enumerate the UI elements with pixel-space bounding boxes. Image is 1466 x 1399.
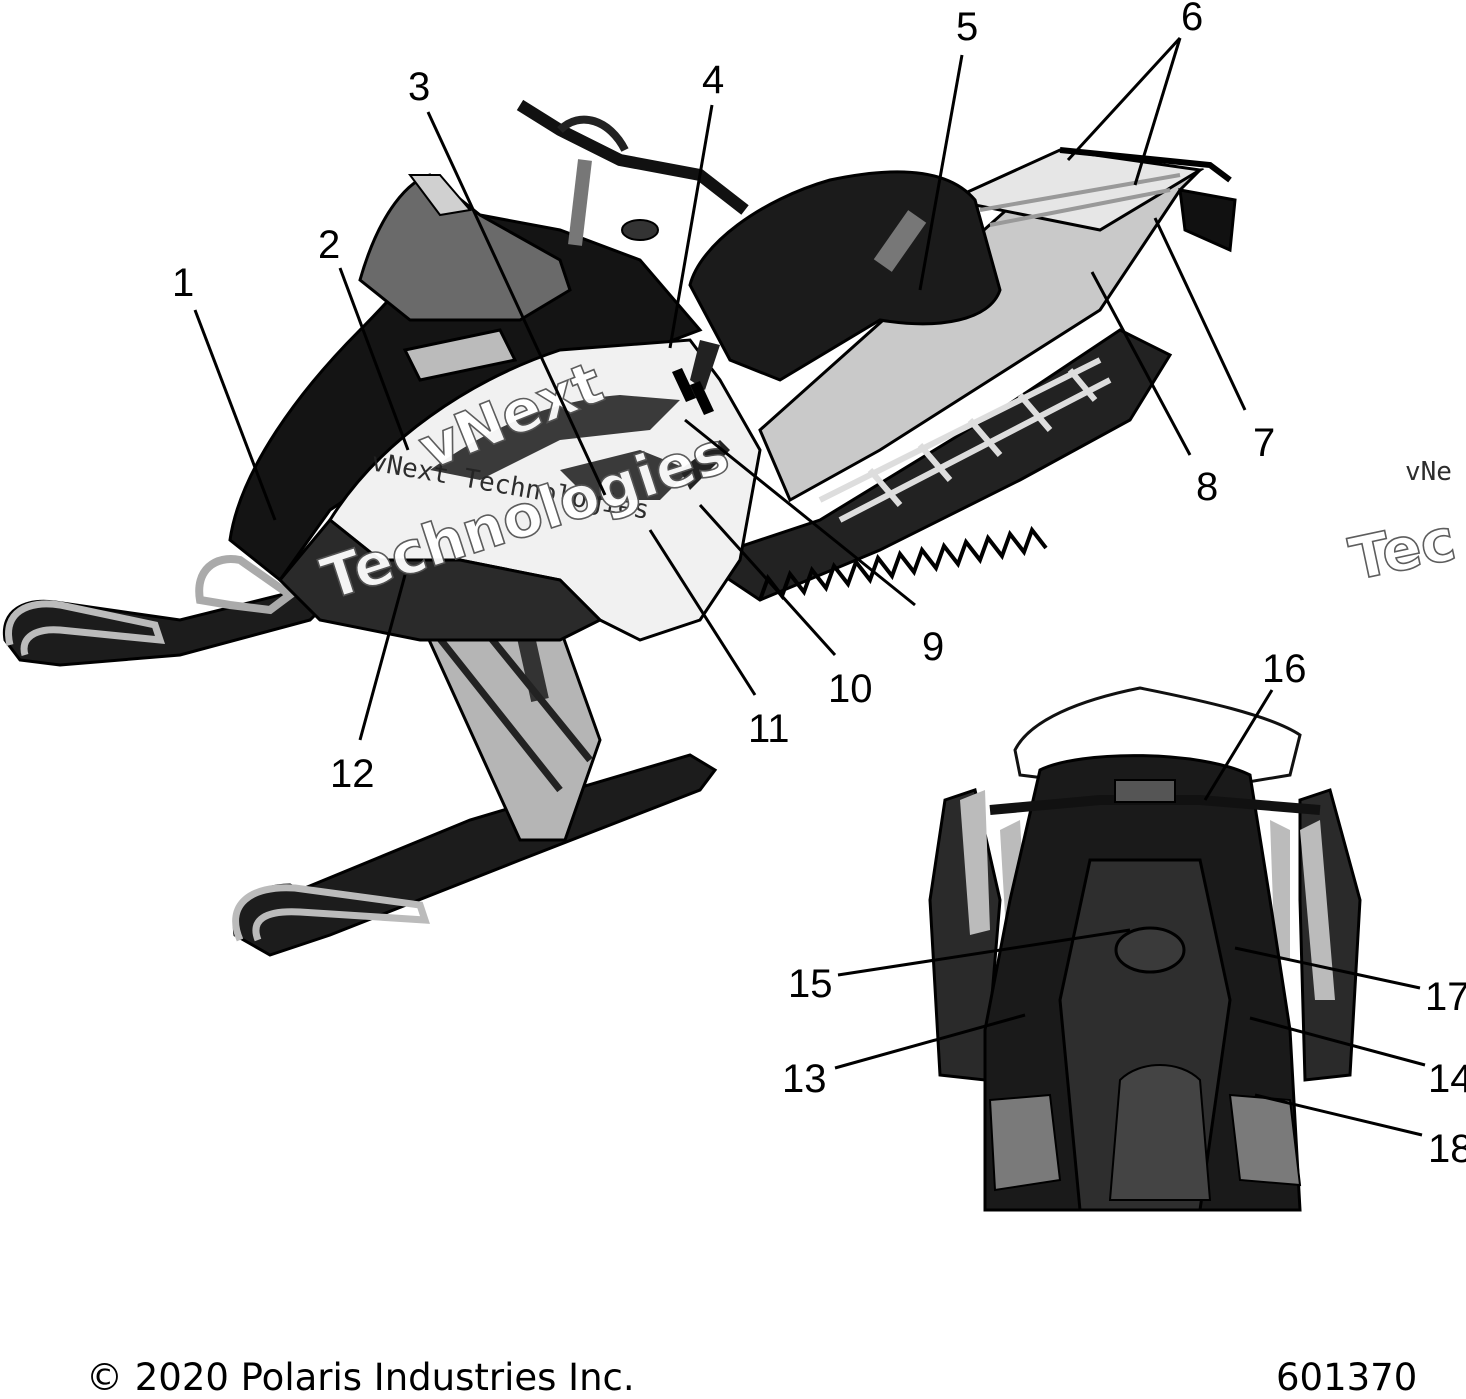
callout-17: 17 <box>1425 975 1466 1019</box>
leader-lines <box>193 36 1426 1137</box>
leader-5 <box>918 54 964 291</box>
leader-6b <box>1133 37 1182 186</box>
rear-suspension <box>818 357 1112 523</box>
leader-15 <box>837 928 1131 977</box>
leader-9 <box>684 418 916 607</box>
watermark-right-small: vNe <box>1405 457 1452 487</box>
leader-11 <box>648 529 757 696</box>
leader-14 <box>1249 1016 1426 1067</box>
callout-18: 18 <box>1428 1127 1466 1171</box>
steering-post <box>568 159 592 246</box>
leader-17 <box>1234 946 1421 990</box>
leader-1 <box>193 309 277 521</box>
ski-right <box>232 753 718 957</box>
callout-8: 8 <box>1196 465 1218 509</box>
callout-9: 9 <box>922 625 944 669</box>
tunnel-top <box>945 148 1205 232</box>
rear-bumper <box>1059 147 1232 183</box>
windshield-tip <box>408 174 472 217</box>
callout-3: 3 <box>408 65 430 109</box>
callout-16: 16 <box>1262 647 1307 691</box>
headlight <box>402 328 518 382</box>
callout-12: 12 <box>330 752 375 796</box>
front-bumper <box>195 555 297 615</box>
leader-3 <box>426 111 607 496</box>
callout-14: 14 <box>1428 1057 1466 1101</box>
callout-11: 11 <box>748 707 790 751</box>
callout-15: 15 <box>788 962 833 1006</box>
leader-12 <box>358 574 407 741</box>
snowmobile-side-view <box>2 99 1237 957</box>
ski-left-loop <box>5 600 166 656</box>
front-view-fuel-cap <box>1114 926 1186 974</box>
side-stripe <box>680 340 730 490</box>
model-lettering <box>672 368 714 415</box>
leader-13 <box>834 1013 1026 1070</box>
leader-4 <box>668 104 714 349</box>
snowflap <box>1178 188 1237 253</box>
watermark-right-outline: Tec <box>1344 505 1461 593</box>
callout-numbers: 1 2 3 4 5 6 7 8 9 10 11 12 13 14 15 16 1… <box>172 0 1466 1171</box>
side-panel-graphic <box>430 395 690 500</box>
callout-10: 10 <box>828 667 873 711</box>
leader-6a <box>1066 36 1182 162</box>
leader-16 <box>1203 689 1274 801</box>
leader-7 <box>1153 217 1247 411</box>
callout-13: 13 <box>782 1057 827 1101</box>
front-view-hood-stripes <box>1108 1064 1212 1201</box>
leader-18 <box>1254 1093 1423 1137</box>
callout-2: 2 <box>318 223 340 267</box>
track-teeth <box>758 525 1048 601</box>
ski-right-loop <box>232 884 430 942</box>
seat-logo <box>873 210 927 272</box>
lower-fairing <box>277 517 603 642</box>
windshield <box>358 173 572 322</box>
leader-10 <box>698 503 837 657</box>
callout-4: 4 <box>702 58 724 102</box>
front-view-headlight-left <box>988 1093 1062 1192</box>
callout-5: 5 <box>956 5 978 49</box>
snowmobile-front-view <box>928 686 1362 1212</box>
handlebar <box>516 99 749 215</box>
front-view-gauge <box>1114 779 1176 803</box>
leader-2 <box>338 267 410 451</box>
callout-6: 6 <box>1181 0 1203 39</box>
front-view-headlight-right <box>1228 1093 1302 1187</box>
fuel-cap <box>621 219 660 241</box>
front-view-frame-right <box>1270 820 1335 1000</box>
leader-8 <box>1090 271 1192 456</box>
tunnel-stripes <box>979 173 1181 227</box>
callout-7: 7 <box>1253 421 1275 465</box>
callout-1: 1 <box>172 261 194 305</box>
copyright-notice: © 2020 Polaris Industries Inc. <box>86 1356 635 1399</box>
figure-number: 601370 <box>1276 1356 1418 1399</box>
mirror-grip <box>557 115 629 152</box>
